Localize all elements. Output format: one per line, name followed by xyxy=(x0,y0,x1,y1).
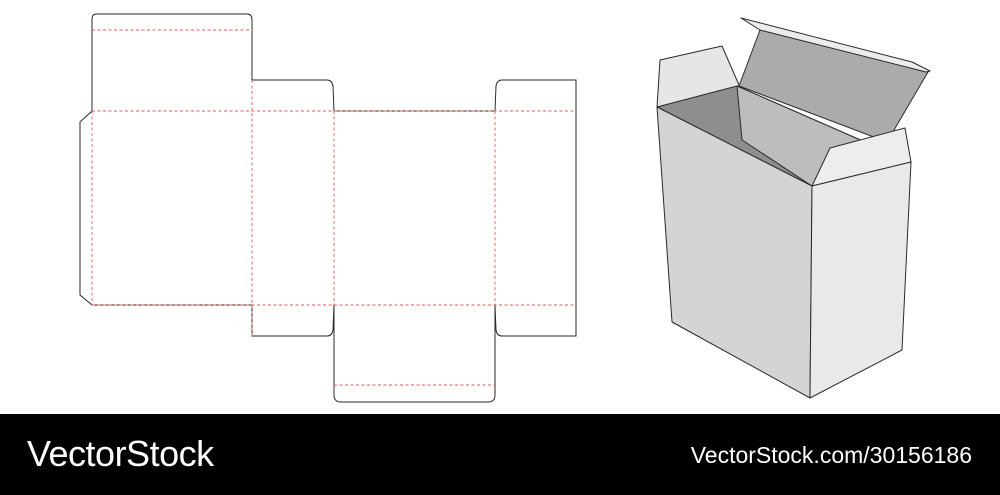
box-lid-tuck xyxy=(740,17,931,73)
brand-logo-text: VectorStock xyxy=(27,433,214,474)
watermark-footer: VectorStock VectorStock.com/30156186 xyxy=(0,414,1000,495)
dieline-cut-outline xyxy=(79,13,577,403)
box-artwork xyxy=(79,13,931,403)
box-side-panel xyxy=(809,161,912,399)
image-url-text: VectorStock.com/30156186 xyxy=(690,442,972,468)
box-dieline-template xyxy=(79,13,577,403)
assembled-box-3d xyxy=(656,17,931,399)
